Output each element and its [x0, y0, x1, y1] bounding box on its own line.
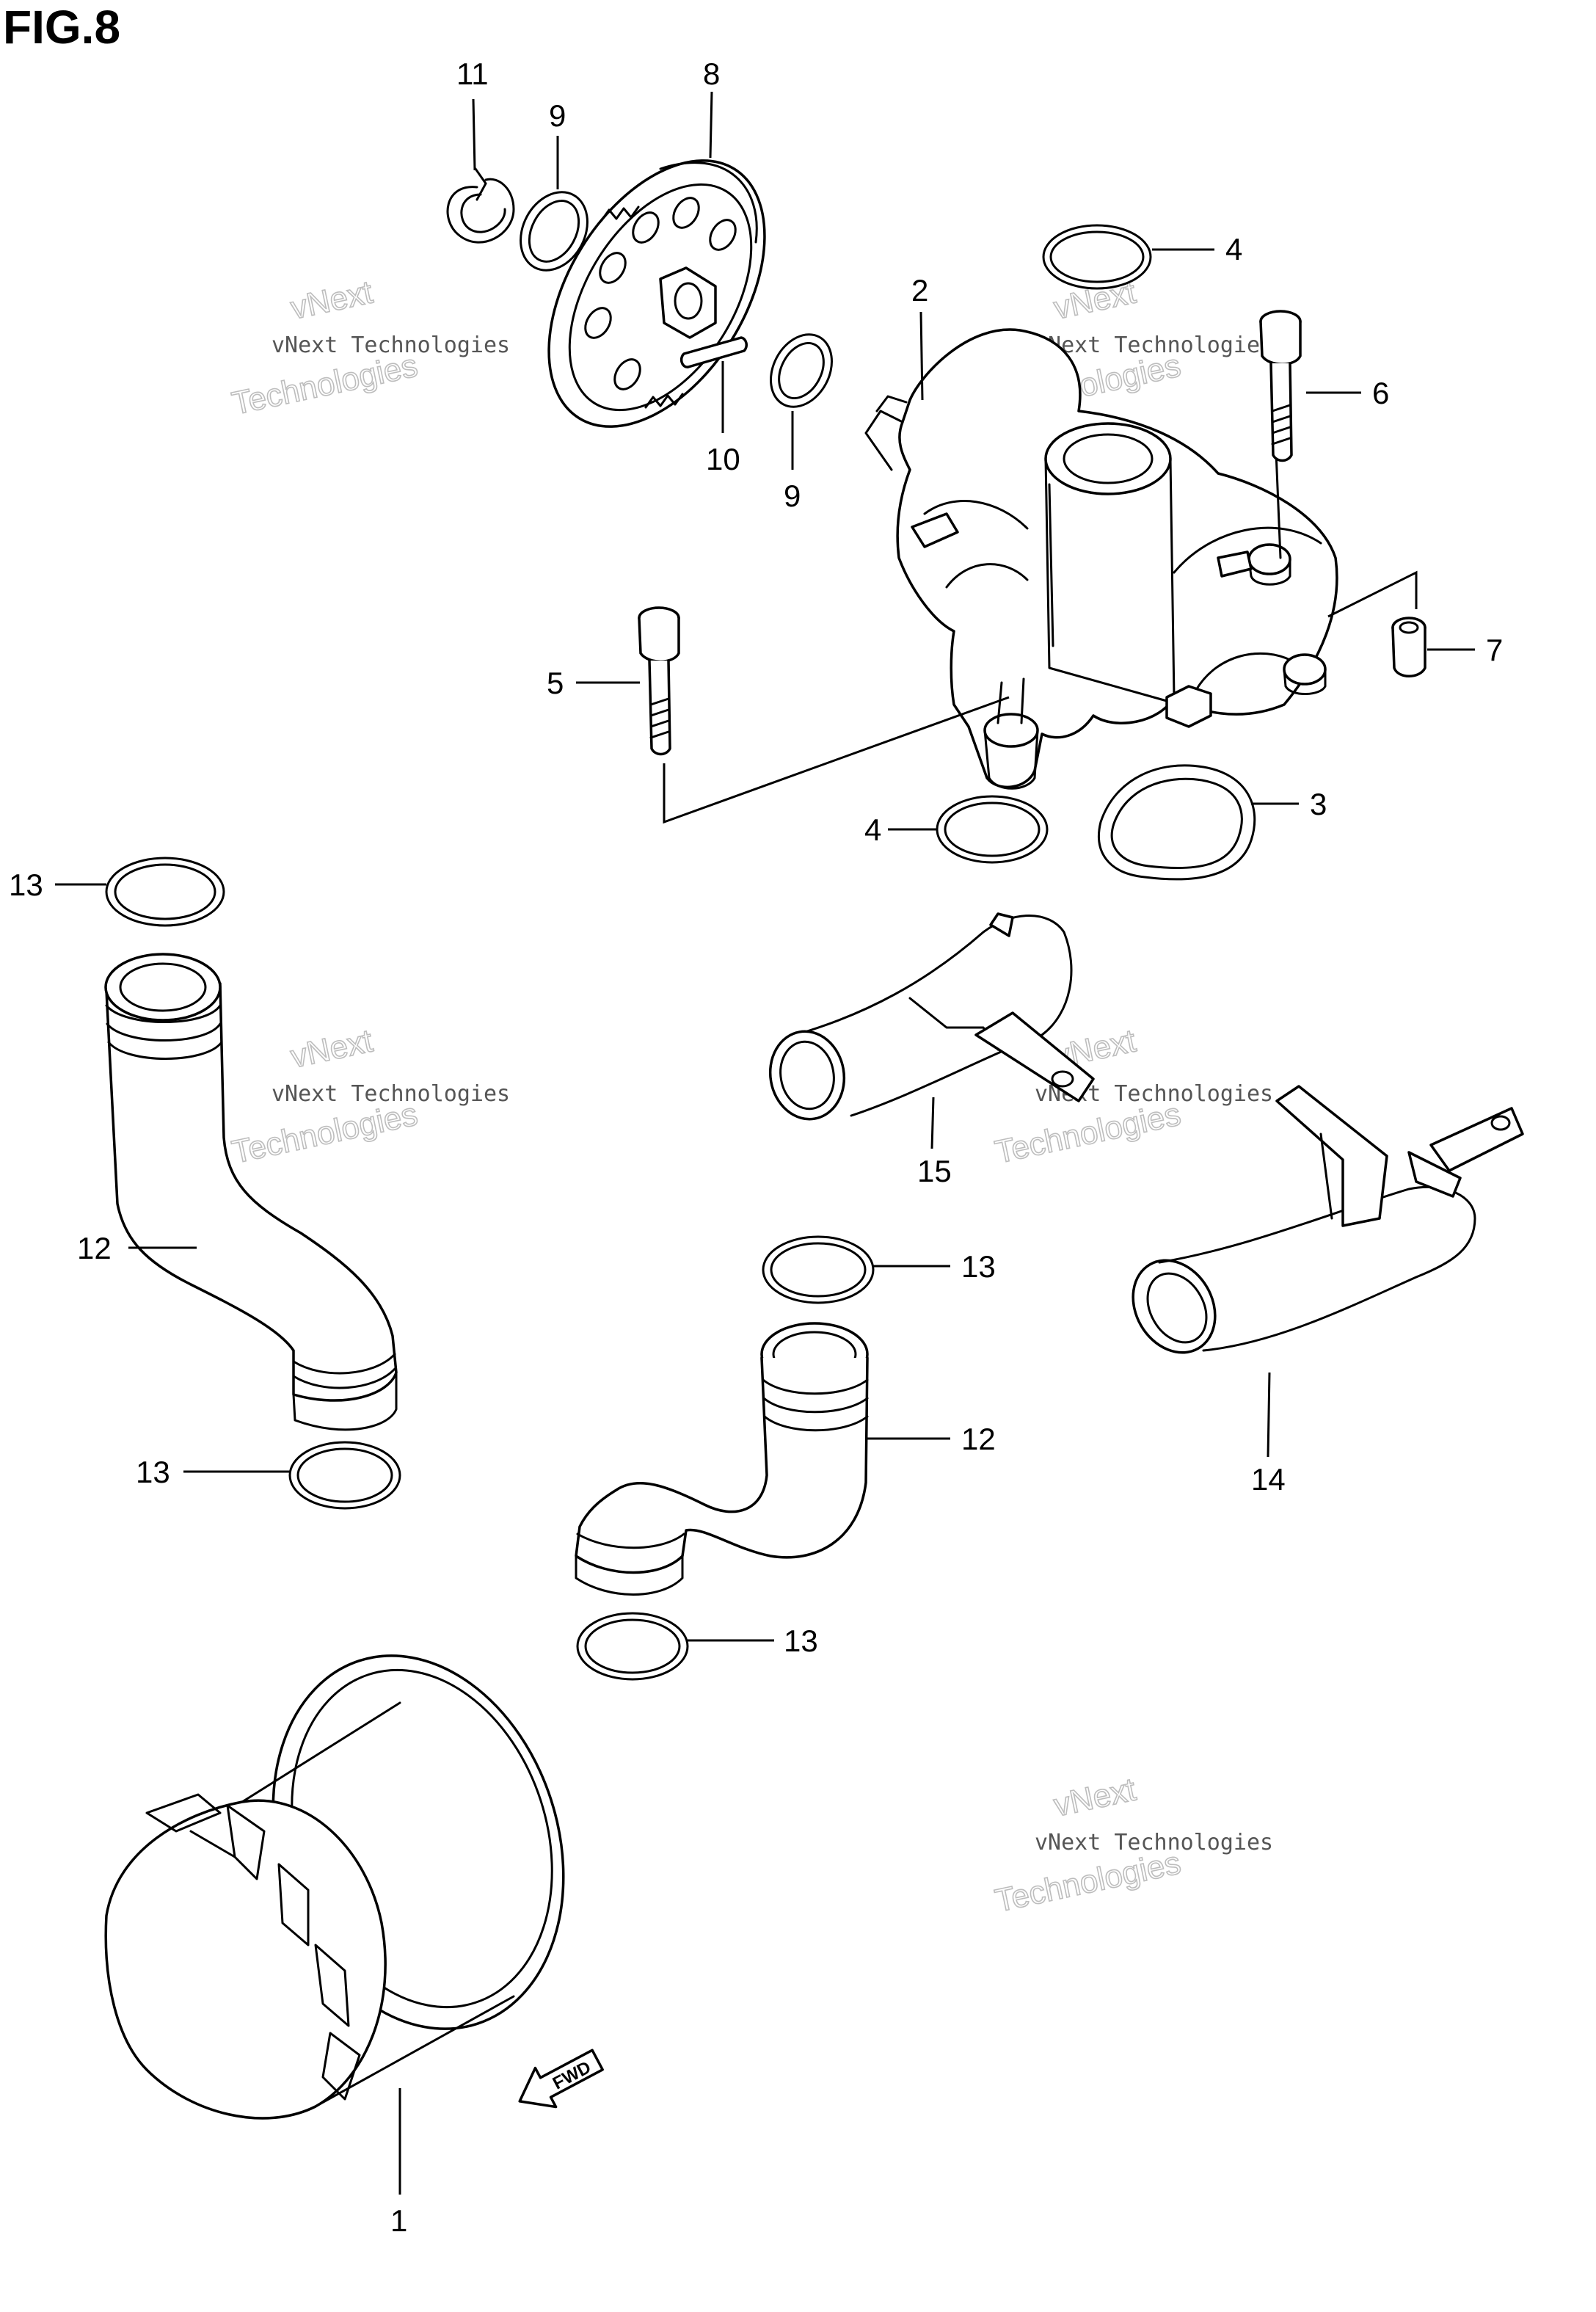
part-4-oring-upper — [1042, 224, 1152, 290]
watermark: vNext vNext Technologies Technologies — [228, 274, 510, 423]
part-5-bolt — [638, 606, 680, 756]
callout-11: 11 — [456, 57, 489, 91]
part-15-oil-pipe — [768, 912, 1095, 1121]
figure-title: FIG.8 — [3, 1, 121, 54]
part-4-oring-lower — [936, 795, 1049, 864]
callout-13-c: 13 — [961, 1249, 996, 1284]
watermark-vnext: vNext — [1051, 1771, 1139, 1823]
callout-5: 5 — [547, 666, 564, 700]
leader-lines — [55, 91, 1475, 2195]
callout-14: 14 — [1251, 1462, 1286, 1497]
watermark-text: vNext Technologies — [1035, 1830, 1273, 1855]
callout-8: 8 — [703, 57, 720, 91]
part-8-pump-gear — [547, 159, 766, 428]
part-14-oil-pipe — [1132, 1085, 1524, 1354]
part-11-circlip — [446, 167, 515, 244]
callout-15: 15 — [917, 1154, 952, 1188]
part-7-dowel — [1391, 617, 1426, 677]
callout-6: 6 — [1372, 376, 1389, 410]
callout-12-center: 12 — [961, 1422, 996, 1456]
part-1-oil-filter — [104, 1654, 565, 2120]
callout-7: 7 — [1486, 633, 1503, 667]
callout-2: 2 — [911, 273, 928, 308]
callout-3: 3 — [1310, 787, 1327, 821]
watermark-text: vNext Technologies — [1035, 332, 1273, 358]
callout-12-left: 12 — [77, 1231, 112, 1265]
part-12-pipe-left — [104, 953, 398, 1431]
callout-10: 10 — [706, 442, 740, 476]
watermark-technologies: Technologies — [229, 1096, 420, 1170]
part-9-washer-upper — [520, 191, 589, 272]
assembly-lines — [663, 570, 1418, 824]
part-13-oring-c — [762, 1235, 875, 1304]
watermark-vnext: vNext — [288, 274, 376, 326]
part-13-oring-b — [288, 1441, 401, 1510]
callout-9-lower: 9 — [784, 479, 801, 513]
callout-4-upper: 4 — [1225, 232, 1242, 266]
part-13-oring-a — [105, 857, 225, 927]
callout-4-lower: 4 — [864, 813, 881, 847]
part-13-oring-d — [576, 1612, 689, 1681]
part-2-oil-pump — [864, 328, 1338, 790]
watermark-technologies: Technologies — [992, 1096, 1184, 1170]
watermark: vNext vNext Technologies Technologies — [991, 1771, 1273, 1920]
callout-13-d: 13 — [784, 1624, 818, 1658]
watermark-text: vNext Technologies — [272, 1081, 510, 1107]
callout-1: 1 — [390, 2203, 407, 2238]
watermark: vNext vNext Technologies Technologies — [228, 1022, 510, 1171]
part-12-pipe-center — [575, 1322, 869, 1596]
watermark-technologies: Technologies — [992, 1844, 1184, 1919]
part-3-gasket — [1098, 764, 1256, 881]
callout-13-b: 13 — [136, 1455, 170, 1489]
callout-13-a: 13 — [9, 868, 43, 902]
watermark-text: vNext Technologies — [272, 332, 510, 358]
fwd-arrow: FWD — [518, 2049, 604, 2109]
watermark-technologies: Technologies — [229, 347, 420, 421]
part-6-bolt — [1259, 310, 1302, 462]
watermark-vnext: vNext — [288, 1022, 376, 1075]
part-9-washer-lower — [770, 333, 833, 408]
part-10-pin — [679, 336, 748, 368]
callout-labels: 11 8 9 9 10 2 4 4 6 5 7 3 13 12 13 15 13… — [9, 57, 1503, 2238]
callout-9-upper: 9 — [549, 98, 566, 133]
